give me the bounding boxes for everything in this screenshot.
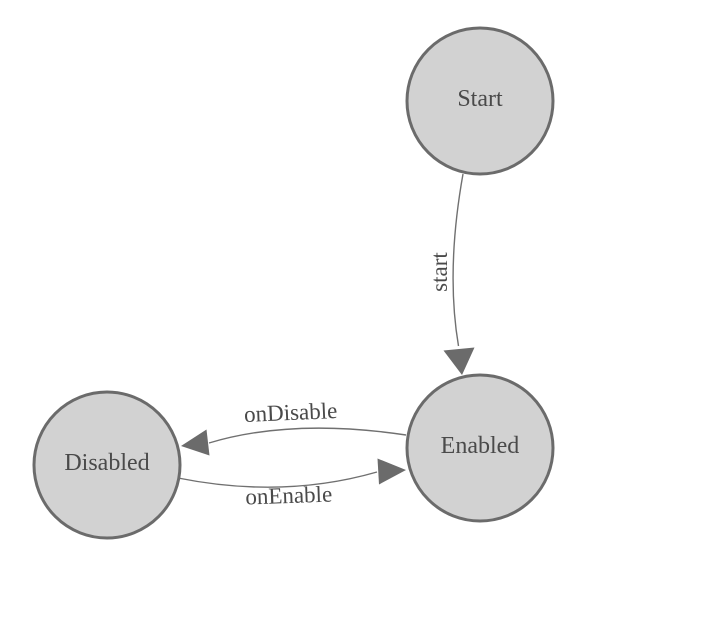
state-label-enabled: Enabled [441, 433, 520, 459]
state-node-start: Start [405, 26, 555, 176]
state-label-start: Start [457, 86, 503, 112]
transition-label-start: start [427, 252, 452, 292]
state-circle-enabled[interactable] [405, 373, 555, 523]
state-circle-disabled[interactable] [32, 390, 182, 540]
transition-disabled-to-enabled: onEnable [177, 458, 406, 510]
state-circle-start[interactable] [405, 26, 555, 176]
edge-line-start-to-enabled [452, 173, 464, 347]
edge-line-disabled-to-enabled [177, 471, 378, 488]
transition-label-onenable: onEnable [245, 481, 333, 509]
arrowhead-icon [377, 458, 406, 485]
state-label-disabled: Disabled [64, 450, 149, 476]
state-node-enabled: Enabled [405, 373, 555, 523]
transition-label-ondisable: onDisable [244, 398, 338, 427]
edge-line-enabled-to-disabled [208, 427, 407, 444]
arrowhead-icon [443, 347, 475, 375]
arrowhead-icon [181, 429, 210, 456]
state-node-disabled: Disabled [32, 390, 182, 540]
transition-start-to-enabled: start [427, 173, 475, 375]
transition-enabled-to-disabled: onDisable [181, 398, 407, 456]
